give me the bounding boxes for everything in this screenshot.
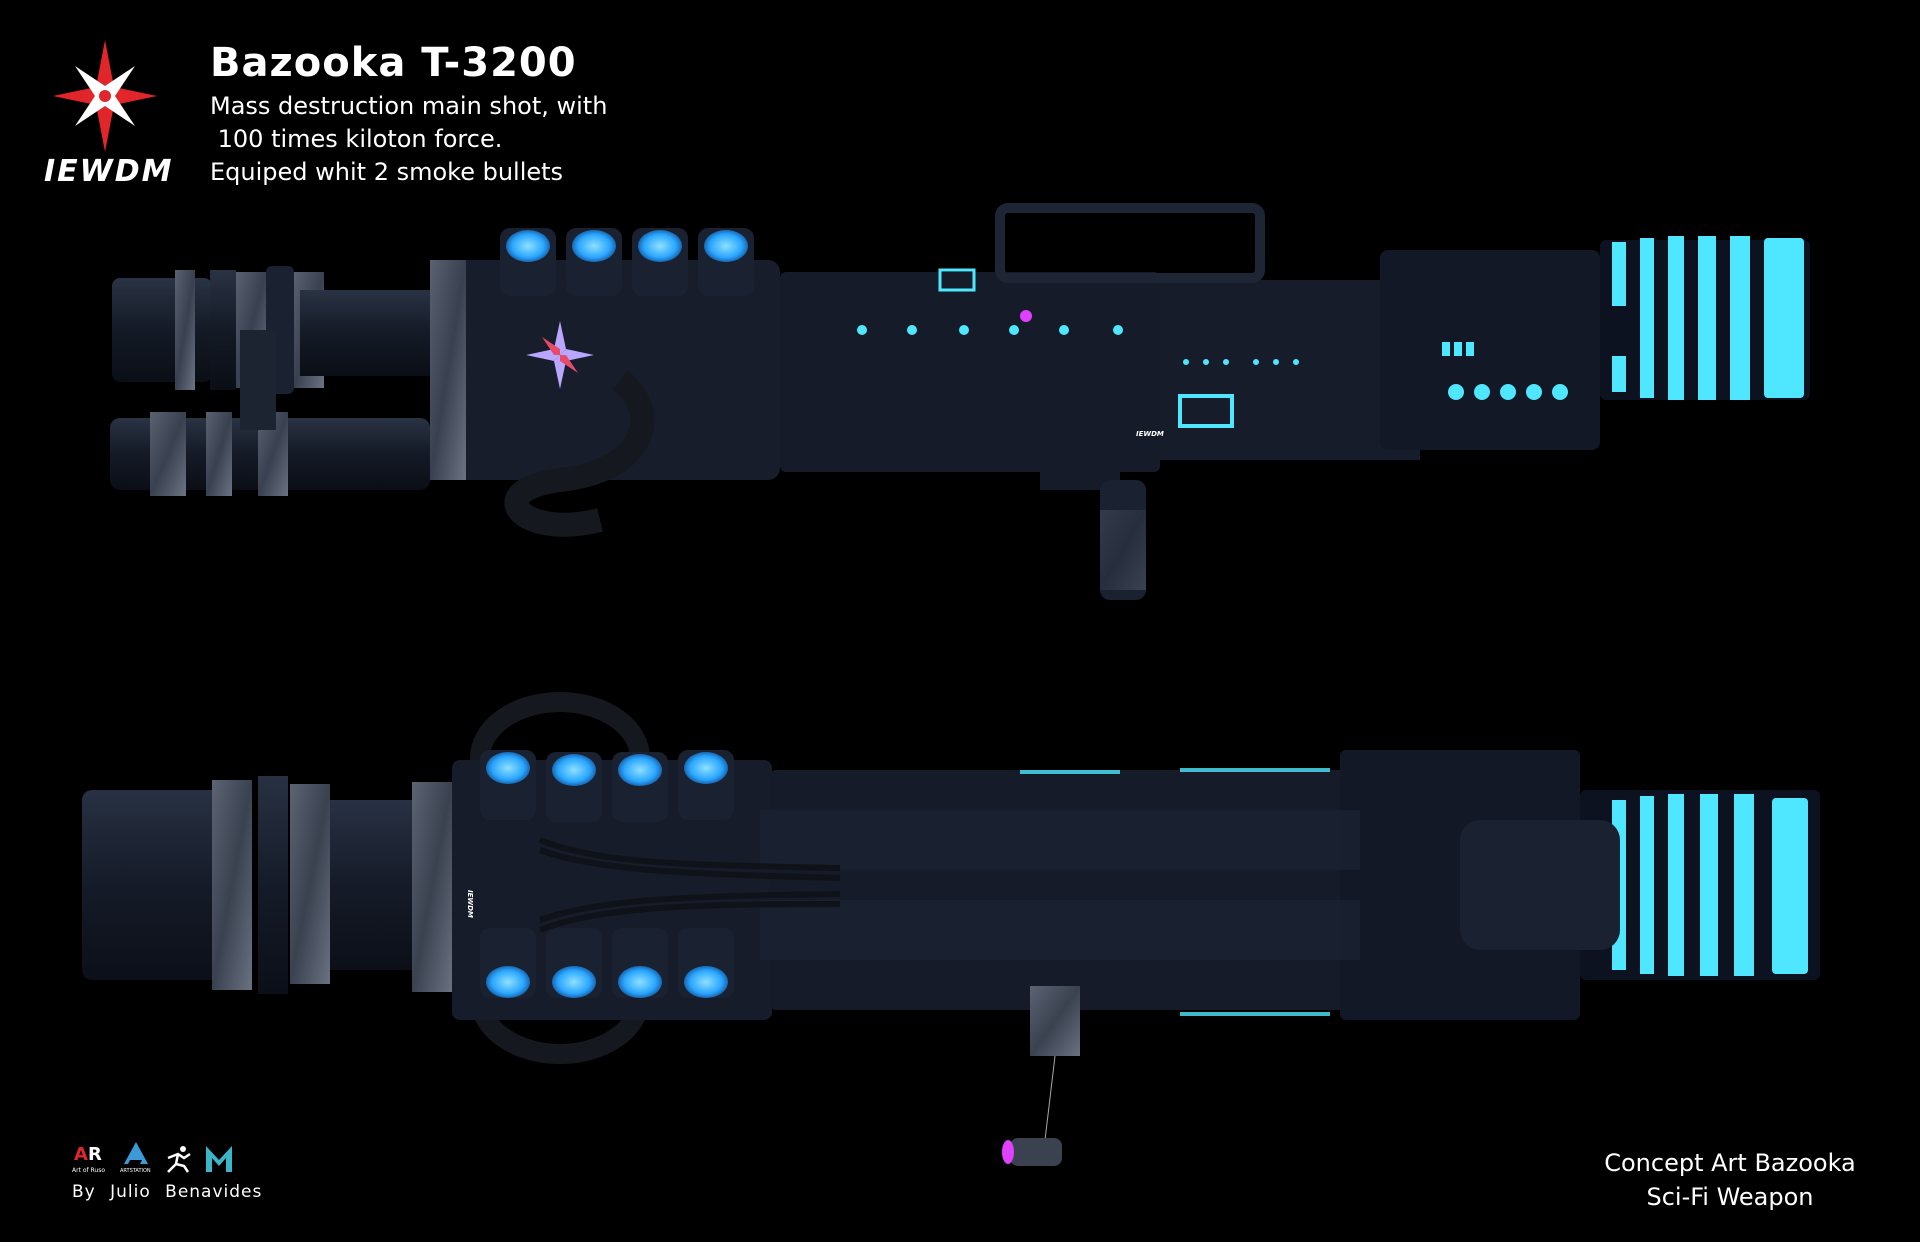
- credits: A R Art of Ruso ARTSTATION By Julio Bena…: [72, 1140, 262, 1202]
- description: Mass destruction main shot, with 100 tim…: [210, 90, 607, 189]
- artstation-label: ARTSTATION: [120, 1168, 151, 1174]
- art-of-ruso-icon: A R Art of Ruso: [72, 1144, 105, 1174]
- author-byline: By Julio Benavides: [72, 1182, 263, 1202]
- art-of-ruso-label: Art of Ruso: [72, 1167, 105, 1174]
- caption-line: Concept Art Bazooka: [1604, 1149, 1856, 1177]
- weapon-stamp: IEWDM: [1136, 430, 1164, 438]
- page-title: Bazooka T-3200: [210, 40, 577, 86]
- svg-text:A: A: [74, 1144, 88, 1165]
- weapon-top-view: IEWDM: [0, 640, 1920, 1200]
- svg-text:R: R: [88, 1144, 102, 1165]
- maya-icon: [206, 1146, 232, 1172]
- caption: Concept Art Bazooka Sci-Fi Weapon: [1580, 1146, 1880, 1214]
- compass-star-icon: [53, 40, 157, 152]
- software-icons: A R Art of Ruso ARTSTATION: [72, 1140, 262, 1174]
- weapon-side-view: IEWDM: [0, 180, 1920, 660]
- description-line: 100 times kiloton force.: [210, 125, 503, 153]
- caption-line: Sci-Fi Weapon: [1646, 1183, 1814, 1211]
- brand-logo: [50, 38, 185, 188]
- weapon-stamp: IEWDM: [466, 890, 474, 918]
- description-line: Mass destruction main shot, with: [210, 92, 608, 120]
- description-line: Equiped whit 2 smoke bullets: [210, 158, 564, 186]
- artstation-icon: ARTSTATION: [120, 1142, 151, 1174]
- zbrush-icon: [167, 1146, 191, 1173]
- brand-name: IEWDM: [44, 154, 174, 189]
